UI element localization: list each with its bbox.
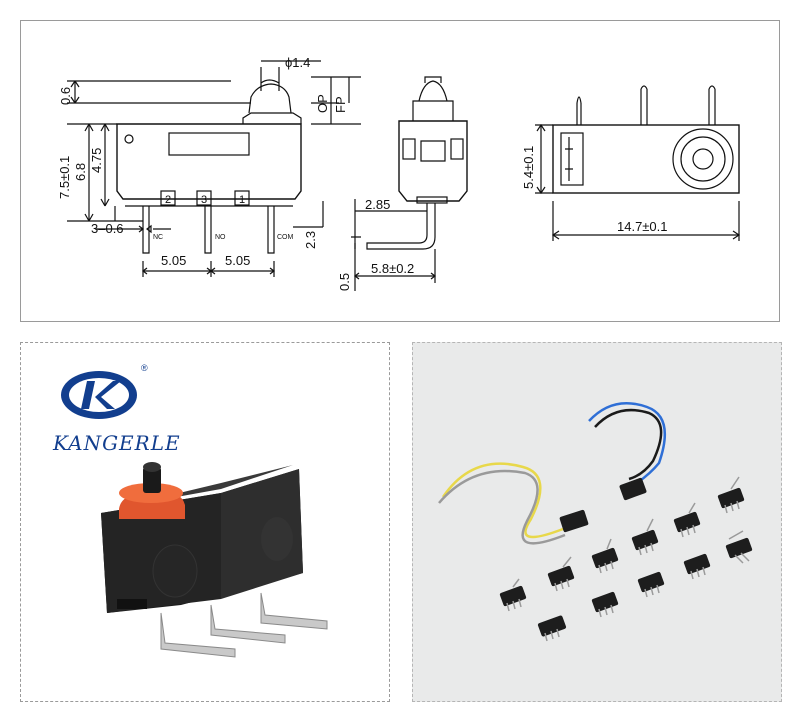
pin-label-com: COM (277, 234, 294, 241)
brand-name: KANGERLE (53, 431, 181, 455)
variant-11 (537, 615, 567, 637)
terminal-pin-1 (160, 612, 236, 658)
dim-plunger-diameter: ϕ1.4 (285, 55, 310, 70)
mounting-boss-left (152, 544, 198, 598)
microswitch-photo (101, 462, 328, 658)
dim-height-68: 6.8 (73, 163, 88, 181)
dim-side-offset: 2.85 (365, 197, 390, 212)
variant-wired-1 (559, 509, 589, 533)
pin-number-2: 2 (165, 194, 171, 206)
pin-label-no: NO (215, 234, 226, 241)
wire-blue (588, 401, 667, 485)
dim-op: OP (315, 94, 330, 113)
dim-width: 5.4±0.1 (521, 146, 536, 189)
technical-drawing: ϕ1.4 0.6 OP FP 7.5±0.1 6.8 4.75 3–0.6 2.… (57, 55, 741, 291)
registered-mark: ® (141, 363, 148, 373)
dim-pin-width: 3–0.6 (91, 221, 124, 236)
wire-grey (438, 469, 566, 545)
dim-pin-length: 2.3 (303, 231, 318, 249)
brand-logo (61, 371, 137, 419)
top-view (535, 85, 741, 241)
dim-plunger-height: 0.6 (58, 87, 73, 105)
terminal-pin-3 (260, 592, 328, 630)
terminal-pin-2 (210, 604, 286, 644)
actuator-plunger (143, 467, 161, 493)
dim-pin-pitch-left: 5.05 (161, 253, 186, 268)
dim-pin-pitch-right: 5.05 (225, 253, 250, 268)
dim-terminal-thickness: 0.5 (337, 273, 352, 291)
switch-variants-photo (438, 401, 753, 642)
dim-fp: FP (333, 96, 348, 113)
logo-k-mark (81, 381, 121, 409)
dim-terminal-reach: 5.8±0.2 (371, 261, 414, 276)
side-view (351, 76, 468, 291)
pin-label-nc: NC (153, 234, 163, 241)
mounting-boss-right (261, 517, 293, 561)
technical-drawing-panel: ϕ1.4 0.6 OP FP 7.5±0.1 6.8 4.75 3–0.6 2.… (20, 20, 780, 322)
pin-number-3: 3 (201, 194, 207, 206)
dim-height-475: 4.75 (89, 148, 104, 173)
dim-body-height: 7.5±0.1 (57, 156, 72, 199)
variant-wired-2 (619, 477, 647, 501)
product-photo-panel: ® KANGERLE (20, 342, 390, 702)
wire-yellow (441, 462, 564, 539)
variants-photo-panel (412, 342, 782, 702)
wire-black (594, 408, 663, 481)
front-view (67, 60, 361, 277)
dim-length: 14.7±0.1 (617, 219, 668, 234)
pin-number-1: 1 (239, 194, 245, 206)
variant-6 (725, 537, 753, 559)
